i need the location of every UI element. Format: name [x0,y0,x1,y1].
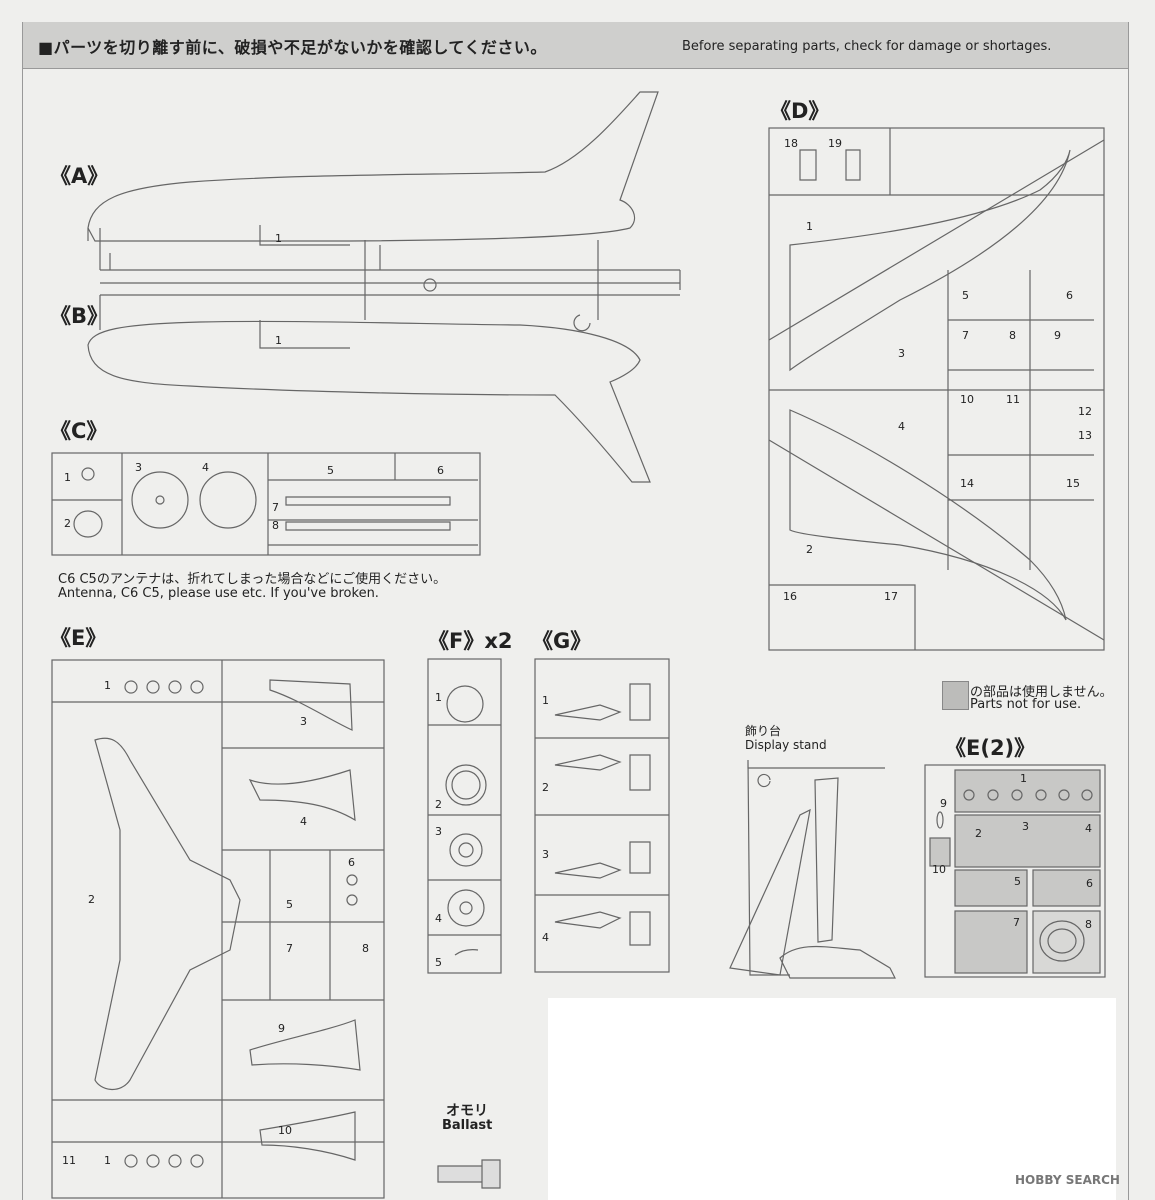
part-number: 9 [940,797,947,810]
part-number: 3 [435,825,442,838]
part-number: 3 [300,715,307,728]
part-number: 2 [542,781,549,794]
part-number: 3 [1022,820,1029,833]
sprue-f-drawing [427,658,502,974]
sprue-a-drawing [87,91,681,292]
part-number: 10 [932,863,946,876]
sprue-label-d: 《D》 [770,99,830,123]
part-number: 18 [784,137,798,150]
part-number: 15 [1066,477,1080,490]
sprue-label-e: 《E》 [50,626,107,650]
part-number: 5 [962,289,969,302]
part-number: 1 [1020,772,1027,785]
sprue-label-c: 《C》 [50,419,108,443]
sprue-label-e2: 《E(2)》 [945,736,1036,760]
part-number: 4 [898,420,905,433]
sprue-label-g: 《G》 [532,629,592,653]
part-number: 6 [348,856,355,869]
part-number: 1 [104,679,111,692]
stand-label-english: Display stand [745,738,827,752]
part-number: 7 [272,501,279,514]
page-frame-right [1128,22,1129,1200]
part-number: 1 [542,694,549,707]
part-number: 7 [962,329,969,342]
part-number: 8 [1085,918,1092,931]
part-number: 7 [1013,916,1020,929]
part-number: 6 [1086,877,1093,890]
sprue-label-b: 《B》 [50,304,109,328]
ballast-drawing [437,1159,501,1189]
part-number: 5 [327,464,334,477]
sprue-label-a: 《A》 [50,164,109,188]
stand-label-japanese: 飾り台 [745,724,782,738]
part-number: 17 [884,590,898,603]
part-number: 1 [806,220,813,233]
sprue-label-f: 《F》x2 [428,629,513,653]
part-number: 5 [286,898,293,911]
part-number: 2 [88,893,95,906]
part-number: 7 [286,942,293,955]
hobby-search-watermark: HOBBY SEARCH [1015,1173,1120,1187]
part-number: 5 [435,956,442,969]
sprue-c-drawing [51,452,481,556]
part-number: 16 [783,590,797,603]
part-number: 6 [1066,289,1073,302]
part-number: 9 [278,1022,285,1035]
part-number: 3 [135,461,142,474]
part-number: 6 [437,464,444,477]
part-number: 11 [1006,393,1020,406]
part-number: 2 [64,517,71,530]
part-number: 14 [960,477,974,490]
antenna-note-english: Antenna, C6 C5, please use etc. If you'v… [58,586,379,601]
antenna-note-japanese: C6 C5のアンテナは、折れてしまった場合などにご使用ください。 [58,572,447,587]
blank-panel [548,998,1116,1200]
legend-japanese: の部品は使用しません。 [970,685,1113,700]
part-number: 4 [435,912,442,925]
part-number: 10 [278,1124,292,1137]
sprue-e-drawing [51,659,385,1199]
part-number: 4 [1085,822,1092,835]
part-number: 10 [960,393,974,406]
part-number: 1 [435,691,442,704]
part-number: 5 [1014,875,1021,888]
part-number: 1 [275,334,282,347]
part-number: 11 [62,1154,76,1167]
part-number: 9 [1054,329,1061,342]
part-number: 19 [828,137,842,150]
header-english-text: Before separating parts, check for damag… [682,39,1052,54]
part-number: 12 [1078,405,1092,418]
instruction-header: ■パーツを切り離す前に、破損や不足がないかを確認してください。 Before s… [22,22,1129,69]
part-number: 8 [362,942,369,955]
sprue-e2-drawing [924,764,1106,978]
ballast-label-english: Ballast [442,1118,493,1133]
part-number: 8 [1009,329,1016,342]
part-number: 1 [275,232,282,245]
part-number: 3 [542,848,549,861]
unused-parts-swatch [942,681,969,710]
page-frame-left [22,22,23,1200]
part-number: 4 [202,461,209,474]
part-number: 2 [435,798,442,811]
part-number: 4 [542,931,549,944]
part-number: 2 [975,827,982,840]
display-stand-drawing [729,759,896,979]
sprue-b-drawing [87,283,680,483]
part-number: 2 [806,543,813,556]
part-number: 1 [64,471,71,484]
part-number: 8 [272,519,279,532]
sprue-g-drawing [534,658,670,973]
header-japanese-text: ■パーツを切り離す前に、破損や不足がないかを確認してください。 [38,38,547,57]
ballast-label-japanese: オモリ [446,1103,488,1119]
part-number: 1 [104,1154,111,1167]
legend-english: Parts not for use. [970,697,1082,712]
sprue-d-drawing [768,127,1105,651]
part-number: 3 [898,347,905,360]
part-number: 4 [300,815,307,828]
part-number: 13 [1078,429,1092,442]
